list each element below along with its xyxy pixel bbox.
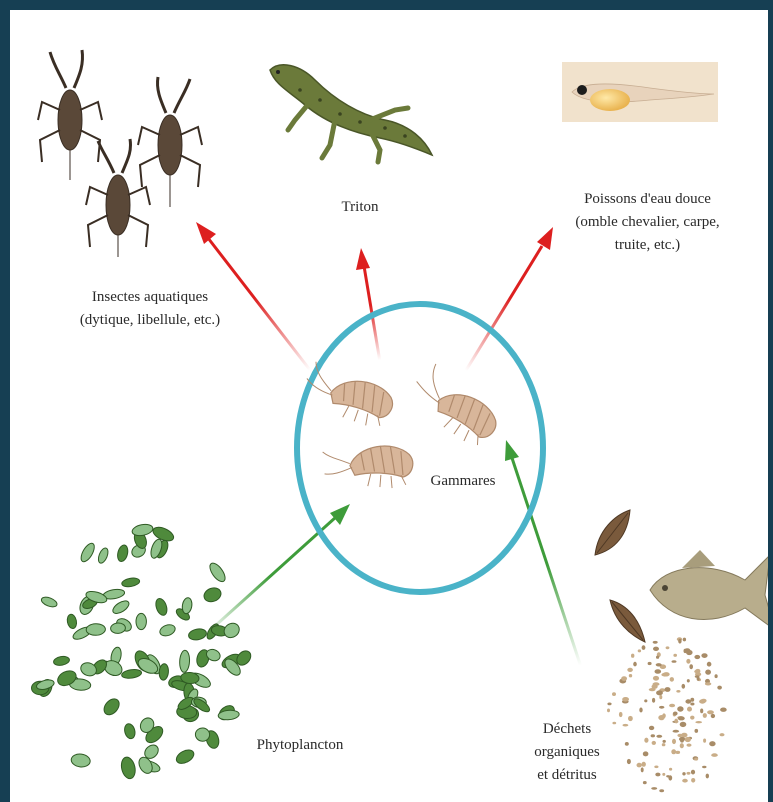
- newt-icon: [270, 65, 432, 162]
- phytoplankton-icon: [31, 523, 253, 780]
- arrow-head-newt: [356, 248, 370, 270]
- detritus-icon: [607, 637, 727, 792]
- arrow-head-detritus: [505, 440, 519, 461]
- arrow-head-insects: [196, 222, 216, 244]
- arrow-to-fish: [465, 246, 542, 372]
- water-bug-icon: [38, 50, 202, 257]
- gammarus-label: Gammares: [418, 470, 508, 493]
- arrow-from-detritus: [512, 458, 582, 670]
- fish-larva-photo: [562, 62, 718, 122]
- diagram-frame: Insectes aquatiques(dytique, libellule, …: [10, 10, 768, 802]
- leaf-icon: [595, 510, 645, 642]
- insects-label: Insectes aquatiques(dytique, libellule, …: [45, 286, 255, 332]
- food-web-illustration: [10, 10, 768, 802]
- fish-label: Poissons d'eau douce(omble chevalier, ca…: [550, 188, 745, 257]
- phytoplankton-label: Phytoplancton: [240, 734, 360, 757]
- arrow-head-phytoplankton: [330, 504, 350, 525]
- dead-fish-icon: [650, 550, 768, 630]
- newt-label: Triton: [310, 196, 410, 219]
